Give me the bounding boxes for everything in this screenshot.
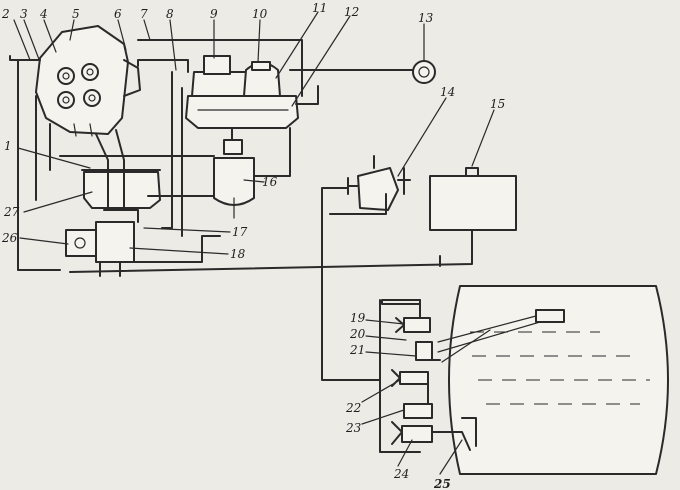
pressure-gauge <box>412 60 436 84</box>
label-8: 8 <box>166 7 174 21</box>
label-16: 16 <box>262 175 278 189</box>
leader-lines <box>13 11 495 475</box>
label-12: 12 <box>344 5 359 19</box>
label-13: 13 <box>418 11 434 25</box>
fuel-lines <box>9 39 473 453</box>
label-20: 20 <box>349 327 366 341</box>
pressure-regulator <box>185 55 299 143</box>
label-11: 11 <box>312 1 327 15</box>
label-24: 24 <box>393 467 409 481</box>
label-4: 4 <box>39 7 48 21</box>
label-18: 18 <box>230 247 246 261</box>
label-15: 15 <box>490 97 505 111</box>
fuel-pump-unit <box>65 209 139 277</box>
label-25: 25 <box>433 477 451 490</box>
label-1: 1 <box>4 139 12 153</box>
gas-cylinder-tank <box>437 285 669 475</box>
label-26: 26 <box>1 231 18 245</box>
fuel-filter <box>213 139 255 219</box>
label-6: 6 <box>114 7 122 21</box>
label-5: 5 <box>72 7 80 21</box>
label-7: 7 <box>140 7 148 21</box>
label-19: 19 <box>350 311 366 325</box>
label-27: 27 <box>3 205 20 219</box>
label-22: 22 <box>345 401 361 415</box>
engine-cylinder-block <box>35 25 141 137</box>
label-9: 9 <box>210 7 218 21</box>
expansion-tank <box>429 167 517 251</box>
label-21: 21 <box>349 343 365 357</box>
label-14: 14 <box>440 85 455 99</box>
fuel-heater-pan <box>81 169 161 209</box>
label-2: 2 <box>1 7 10 21</box>
callout-labels: 2 3 4 5 6 7 8 9 10 11 12 13 14 15 1 16 2… <box>1 1 505 490</box>
label-17: 17 <box>232 225 248 239</box>
main-valve <box>347 155 411 211</box>
label-10: 10 <box>252 7 268 21</box>
label-3: 3 <box>20 7 28 21</box>
label-23: 23 <box>345 421 362 435</box>
